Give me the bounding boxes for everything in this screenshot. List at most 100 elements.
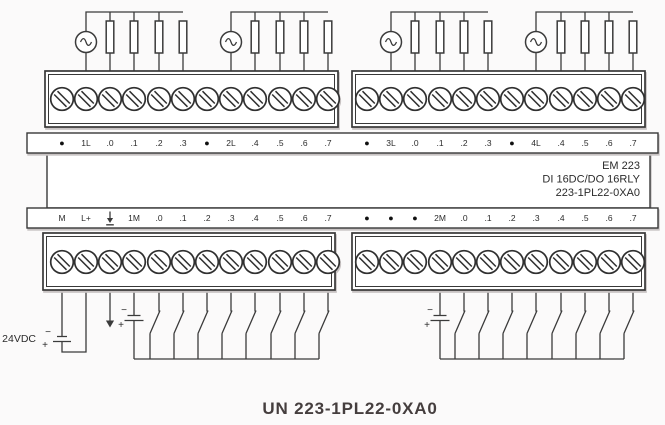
screw-terminal-icon [378, 86, 404, 112]
load-resistor-icon [129, 20, 139, 54]
load-resistor-icon [410, 20, 420, 54]
screw-terminal-icon [315, 249, 341, 275]
wiring-group-1L [85, 11, 184, 71]
terminal-label: .0 [460, 213, 467, 223]
terminal-label: .0 [106, 138, 113, 148]
screw-terminal-icon [475, 249, 501, 275]
terminal-label: .3 [484, 138, 491, 148]
load-resistor-icon [250, 20, 260, 54]
screw-terminal-icon [267, 86, 293, 112]
screw-terminal-icon [523, 86, 549, 112]
terminal-label: .4 [251, 213, 258, 223]
screw-terminal-icon [146, 249, 172, 275]
terminal-label: .2 [155, 138, 162, 148]
input-wiring-bottom [53, 289, 635, 360]
no-connection-dot: ● [412, 213, 417, 223]
terminal-label: .3 [227, 213, 234, 223]
no-connection-dot: ● [59, 138, 64, 148]
switch-contact-icon [551, 289, 563, 360]
screw-terminal-icon [242, 86, 268, 112]
ac-source-icon [524, 30, 548, 54]
screw-terminal-icon [194, 249, 220, 275]
screw-terminal-icon [499, 86, 525, 112]
load-resistor-icon [435, 20, 445, 54]
screw-terminal-icon [596, 86, 622, 112]
switch-contact-icon [318, 289, 330, 360]
screw-terminal-icon [218, 86, 244, 112]
screw-terminal-icon [121, 86, 147, 112]
screw-terminal-icon [218, 249, 244, 275]
top-label-strip [26, 132, 659, 154]
terminal-label: .7 [629, 138, 636, 148]
terminal-label: 1L [81, 138, 91, 148]
terminal-label: .0 [155, 213, 162, 223]
ac-source-icon [219, 30, 243, 54]
terminal-label: .7 [324, 138, 331, 148]
screw-terminal-icon [548, 86, 574, 112]
switch-contact-icon [197, 289, 209, 360]
screw-terminal-icon [73, 86, 99, 112]
screw-terminal-icon [97, 249, 123, 275]
terminal-label: .7 [324, 213, 331, 223]
terminal-label: .6 [300, 213, 307, 223]
battery-icon [429, 289, 451, 360]
screw-terminal-icon [49, 86, 75, 112]
load-resistor-icon [604, 20, 614, 54]
power-supply-label: 24VDC [2, 333, 36, 345]
terminal-label: .1 [436, 138, 443, 148]
dc-supply-circuit [53, 290, 87, 353]
module-name: EM 223 [602, 160, 640, 172]
switch-contact-icon [270, 289, 282, 360]
screw-terminal-icon [427, 86, 453, 112]
screw-terminal-icon [49, 249, 75, 275]
output-wiring-top [74, 11, 638, 71]
module-order-number: 223-1PL22-0XA0 [556, 187, 640, 199]
terminal-label: M [58, 213, 65, 223]
terminal-label: .4 [251, 138, 258, 148]
ac-source-icon [379, 30, 403, 54]
battery-minus-sign: − [45, 327, 51, 338]
load-resistor-icon [275, 20, 285, 54]
screw-terminal-icon [499, 249, 525, 275]
switch-contact-icon [245, 289, 257, 360]
switch-contact-icon [173, 289, 185, 360]
terminal-block-bottom-left [42, 232, 341, 291]
switch-contact-icon [599, 289, 611, 360]
terminal-label: .5 [581, 213, 588, 223]
wiring-group-2L [230, 11, 329, 71]
load-resistor-icon [483, 20, 493, 54]
terminal-block-top-left [44, 70, 341, 128]
load-resistor-icon [299, 20, 309, 54]
bottom-label-strip [26, 207, 659, 229]
terminal-label: 3L [386, 138, 396, 148]
switch-contact-icon [623, 289, 635, 360]
terminal-label: .1 [130, 138, 137, 148]
screw-terminal-icon [620, 86, 646, 112]
switch-contact-icon [478, 289, 490, 360]
terminal-block-top-right [351, 70, 646, 128]
screw-terminal-icon [242, 249, 268, 275]
terminal-label: .3 [179, 138, 186, 148]
screw-terminal-icon [291, 249, 317, 275]
terminal-label: .4 [557, 138, 564, 148]
terminal-label: .1 [179, 213, 186, 223]
load-resistor-icon [323, 20, 333, 54]
screw-terminal-icon [596, 249, 622, 275]
screw-terminal-icon [121, 249, 147, 275]
screw-terminal-icon [572, 249, 598, 275]
wiring-group-3L [390, 11, 489, 71]
ac-source-icon [74, 30, 98, 54]
terminal-labels-top-right: ● 3L .0 .1 .2 .3 ● 4L .4 .5 .6 .7 [364, 138, 637, 148]
terminal-label: .2 [508, 213, 515, 223]
no-connection-dot: ● [388, 213, 393, 223]
screw-terminal-icon [170, 86, 196, 112]
screw-terminal-icon [402, 249, 428, 275]
screw-terminal-icon [475, 86, 501, 112]
switch-contact-icon [294, 289, 306, 360]
terminal-label: 2M [434, 213, 446, 223]
terminal-label: .3 [532, 213, 539, 223]
screw-terminal-icon [427, 249, 453, 275]
switch-contact-icon [221, 289, 233, 360]
no-connection-dot: ● [509, 138, 514, 148]
